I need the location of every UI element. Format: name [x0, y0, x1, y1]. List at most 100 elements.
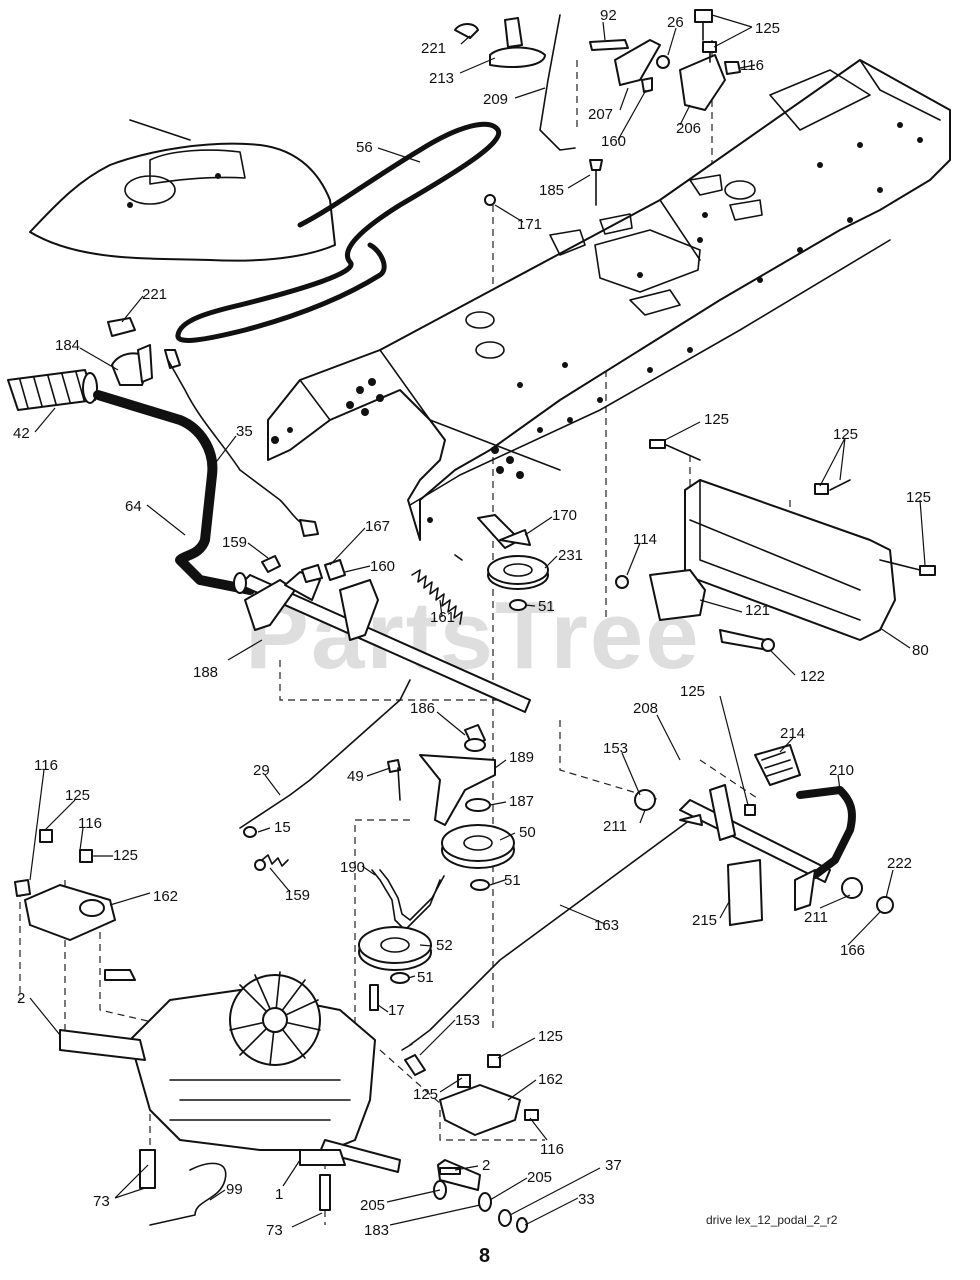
callout-15: 15	[274, 819, 291, 836]
callout-125-d: 125	[906, 489, 931, 506]
drive-belt	[175, 121, 502, 343]
callout-162-b: 162	[538, 1071, 563, 1088]
callout-209: 209	[483, 91, 508, 108]
transaxle	[59, 969, 401, 1226]
callout-51: 51	[538, 598, 555, 615]
callout-labels: 221 213 92 26 125 116 209 207 206 160 56…	[13, 7, 931, 1239]
callout-208: 208	[633, 700, 658, 717]
callout-73: 73	[93, 1193, 110, 1210]
watermark-text: PartsTree	[245, 582, 701, 689]
callout-159-b: 159	[285, 887, 310, 904]
leader-lines	[29, 14, 926, 1228]
callout-210: 210	[829, 762, 854, 779]
callout-189: 189	[509, 749, 534, 766]
callout-2: 2	[17, 990, 25, 1007]
callout-125-b: 125	[704, 411, 729, 428]
shift-knob-parts	[107, 317, 181, 386]
callout-17: 17	[388, 1002, 405, 1019]
callout-50: 50	[519, 824, 536, 841]
callout-170: 170	[552, 507, 577, 524]
drawing-id: drive lex_12_podal_2_r2	[706, 1213, 838, 1227]
callout-92: 92	[600, 7, 617, 24]
callout-125-f: 125	[65, 787, 90, 804]
callout-125: 125	[755, 20, 780, 37]
callout-37: 37	[605, 1157, 622, 1174]
callout-221-b: 221	[142, 286, 167, 303]
main-frame	[267, 59, 951, 541]
mower-hood	[29, 119, 336, 262]
callout-2-b: 2	[482, 1157, 490, 1174]
idler-pulley-bottom	[358, 869, 445, 1011]
callout-167: 167	[365, 518, 390, 535]
brake-pedal-assembly	[634, 744, 894, 926]
callout-187: 187	[509, 793, 534, 810]
callout-52: 52	[436, 937, 453, 954]
callout-125-c: 125	[833, 426, 858, 443]
callout-56: 56	[356, 139, 373, 156]
callout-171: 171	[517, 216, 542, 233]
callout-231: 231	[558, 547, 583, 564]
callout-125-i: 125	[413, 1086, 438, 1103]
callout-42: 42	[13, 425, 30, 442]
callout-125-g: 125	[113, 847, 138, 864]
callout-183: 183	[364, 1222, 389, 1239]
callout-185: 185	[539, 182, 564, 199]
callout-29: 29	[253, 762, 270, 779]
callout-114: 114	[633, 531, 657, 548]
left-axle-bracket	[14, 829, 116, 941]
callout-51-b: 51	[504, 872, 521, 889]
callout-51-c: 51	[417, 969, 434, 986]
frame-holes	[271, 122, 923, 523]
callout-166: 166	[840, 942, 865, 959]
callout-125-e: 125	[680, 683, 705, 700]
callout-184: 184	[55, 337, 80, 354]
callout-122: 122	[800, 668, 825, 685]
callout-211-b: 211	[804, 909, 828, 926]
callout-73-b: 73	[266, 1222, 283, 1239]
callout-121: 121	[745, 602, 770, 619]
callout-205: 205	[527, 1169, 552, 1186]
rear-plate	[649, 439, 936, 641]
callout-125-h: 125	[538, 1028, 563, 1045]
cross-shaft	[233, 555, 531, 713]
callout-116-c: 116	[78, 815, 102, 832]
callout-188: 188	[193, 664, 218, 681]
callout-163: 163	[594, 917, 619, 934]
callout-33: 33	[578, 1191, 595, 1208]
callout-159: 159	[222, 534, 247, 551]
callout-160-b: 160	[370, 558, 395, 575]
callout-207: 207	[588, 106, 613, 123]
idler-pulley-top	[477, 514, 549, 611]
callout-211: 211	[603, 818, 627, 835]
page-number: 8	[479, 1245, 490, 1267]
callout-215: 215	[692, 912, 717, 929]
callout-222: 222	[887, 855, 912, 872]
top-small-parts	[454, 9, 741, 206]
callout-64: 64	[125, 498, 142, 515]
callout-1: 1	[275, 1186, 283, 1203]
right-axle-bracket	[439, 1054, 539, 1136]
spring-161	[411, 554, 463, 625]
callout-153: 153	[603, 740, 628, 757]
idler-arm-assembly	[387, 724, 515, 891]
callout-153-b: 153	[455, 1012, 480, 1029]
callout-160: 160	[601, 133, 626, 150]
callout-221: 221	[421, 40, 446, 57]
callout-206: 206	[676, 120, 701, 137]
hitch-bracket	[615, 569, 775, 652]
callout-35: 35	[236, 423, 253, 440]
callout-162: 162	[153, 888, 178, 905]
callout-205-b: 205	[360, 1197, 385, 1214]
callout-161: 161	[430, 609, 455, 626]
callout-213: 213	[429, 70, 454, 87]
shift-lever-assembly	[7, 359, 319, 595]
callout-49: 49	[347, 768, 364, 785]
callout-214: 214	[780, 725, 805, 742]
rod-29	[239, 679, 411, 871]
callout-190: 190	[340, 859, 365, 876]
callout-116-d: 116	[540, 1141, 564, 1158]
callout-116: 116	[740, 57, 764, 74]
callout-80: 80	[912, 642, 929, 659]
callout-99: 99	[226, 1181, 243, 1198]
